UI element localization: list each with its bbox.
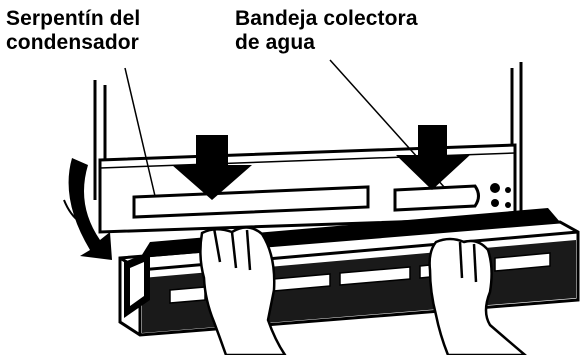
condenser-coil-label: Serpentín del condensador (6, 7, 140, 55)
drain-pan-label: Bandeja colectora de agua (235, 7, 418, 55)
hand-icon (199, 226, 287, 355)
condenser-coil-label-line1: Serpentín del (6, 7, 141, 30)
curved-arrow-icon (63, 158, 112, 260)
drain-pan-label-line1: Bandeja colectora (235, 7, 418, 30)
drain-pan-slot (393, 184, 480, 212)
condenser-coil-slot (132, 185, 370, 219)
down-arrow-icon (172, 135, 252, 200)
hand-icon (428, 237, 527, 355)
condenser-coil-label-line2: condensador (6, 31, 139, 54)
drain-pan-label-line2: de agua (235, 31, 316, 54)
down-arrow-icon (396, 125, 470, 190)
